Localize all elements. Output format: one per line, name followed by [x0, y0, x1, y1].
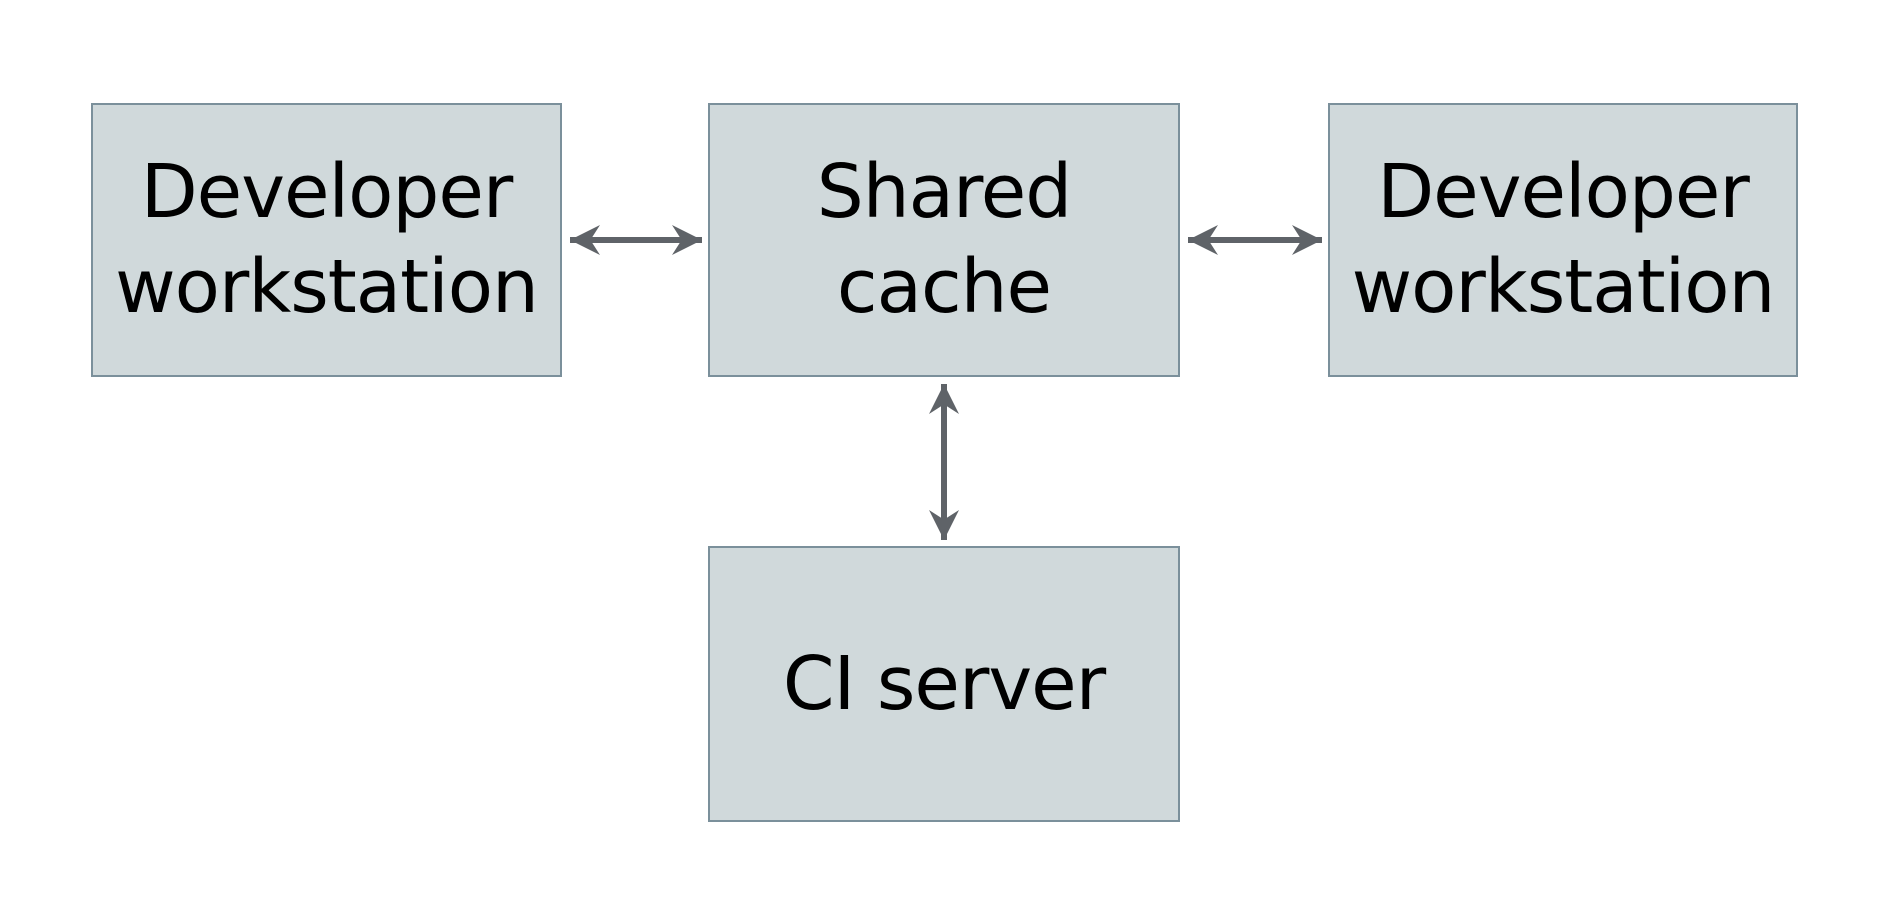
node-label-line: Shared [816, 149, 1073, 235]
node-developer-workstation-right: Developer workstation [1328, 103, 1798, 377]
node-label-line: CI server [782, 640, 1106, 727]
node-label-line: workstation [115, 244, 539, 330]
node-label-line: workstation [1351, 244, 1776, 330]
node-label-line: Developer [1377, 149, 1750, 235]
node-developer-workstation-left: Developer workstation [91, 103, 562, 377]
node-ci-server: CI server [708, 546, 1180, 822]
node-label-line: cache [836, 244, 1052, 330]
node-shared-cache: Shared cache [708, 103, 1180, 377]
node-label-line: Developer [140, 149, 514, 235]
